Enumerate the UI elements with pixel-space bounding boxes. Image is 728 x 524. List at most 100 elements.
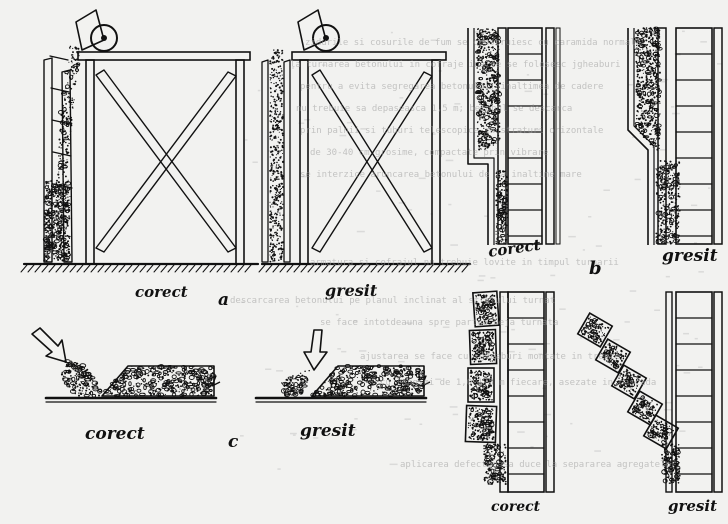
concrete-dot xyxy=(110,389,111,390)
concrete-dot xyxy=(273,61,275,63)
discharged-heap-correct xyxy=(61,360,102,397)
concrete-dot xyxy=(275,217,277,219)
concrete-dot xyxy=(66,250,67,251)
concrete-dot xyxy=(678,181,680,183)
concrete-dot xyxy=(282,85,283,86)
concrete-dot xyxy=(282,248,284,250)
concrete-dot xyxy=(653,146,654,147)
concrete-dot xyxy=(667,242,668,243)
concrete-dot xyxy=(482,51,484,53)
concrete-dot xyxy=(78,55,79,56)
concrete-dot xyxy=(61,242,63,244)
concrete-dot xyxy=(602,326,604,328)
concrete-dot xyxy=(73,58,75,60)
concrete-dot xyxy=(377,389,378,390)
concrete-dot xyxy=(48,250,49,251)
concrete-dot xyxy=(493,145,494,146)
concrete-dot xyxy=(660,202,662,204)
falling-concrete-wrong xyxy=(269,49,284,262)
concrete-dot xyxy=(63,181,64,182)
concrete-dot xyxy=(70,125,71,126)
concrete-dot xyxy=(275,112,276,113)
concrete-dot xyxy=(277,93,279,95)
concrete-dot xyxy=(272,227,273,228)
concrete-dot xyxy=(379,375,380,376)
concrete-dot xyxy=(654,92,656,94)
concrete-dot xyxy=(57,195,59,197)
concrete-dot xyxy=(274,220,276,222)
concrete-dot xyxy=(678,193,680,195)
concrete-dot xyxy=(58,177,60,179)
concrete-dot xyxy=(278,141,279,142)
concrete-dot xyxy=(62,174,63,175)
aggregate-pebble xyxy=(483,374,488,377)
concrete-dot xyxy=(604,333,605,334)
aggregate-pebble xyxy=(361,390,365,394)
concrete-dot xyxy=(270,179,272,181)
concrete-dot xyxy=(56,180,58,182)
concrete-dot xyxy=(479,399,481,401)
concrete-dot xyxy=(269,202,270,203)
concrete-dot xyxy=(281,194,283,196)
bleed-speck xyxy=(245,139,248,141)
concrete-dot xyxy=(72,106,74,108)
concrete-dot xyxy=(660,233,661,234)
concrete-dot xyxy=(278,249,280,251)
concrete-dot xyxy=(275,213,276,214)
bleed-speck xyxy=(475,31,483,33)
concrete-dot xyxy=(64,376,65,377)
ground-hatch-tick xyxy=(56,265,62,272)
concrete-dot xyxy=(342,390,344,392)
concrete-dot xyxy=(279,129,280,130)
concrete-dot xyxy=(362,395,363,396)
concrete-dot xyxy=(647,89,648,90)
concrete-dot xyxy=(179,391,180,392)
concrete-dot xyxy=(60,250,61,251)
concrete-dot xyxy=(71,102,72,103)
aggregate-pebble xyxy=(198,388,201,390)
concrete-dot xyxy=(475,371,476,372)
form-wall xyxy=(284,60,290,262)
concrete-dot xyxy=(276,162,278,164)
concrete-dot xyxy=(646,67,648,69)
bleed-speck xyxy=(698,367,703,369)
concrete-dot xyxy=(77,52,78,53)
concrete-dot xyxy=(141,383,143,385)
concrete-dot xyxy=(646,139,647,140)
concrete-dot xyxy=(654,122,656,124)
concrete-dot xyxy=(483,453,485,455)
concrete-dot xyxy=(86,387,88,389)
concrete-dot xyxy=(282,145,283,146)
bleed-speck xyxy=(717,63,722,65)
concrete-dot xyxy=(67,200,69,202)
concrete-dot xyxy=(48,188,50,190)
concrete-dot xyxy=(60,247,61,248)
concrete-dot xyxy=(154,390,155,391)
concrete-dot xyxy=(270,135,272,137)
concrete-dot xyxy=(67,255,68,256)
concrete-dot xyxy=(486,50,487,51)
concrete-dot xyxy=(604,327,606,329)
concrete-dot xyxy=(77,48,79,50)
concrete-dot xyxy=(656,138,658,140)
concrete-dot xyxy=(476,376,477,377)
concrete-dot xyxy=(270,186,271,187)
ground-hatch-tick xyxy=(133,265,139,272)
concrete-dot xyxy=(472,394,474,396)
concrete-dot xyxy=(273,247,274,248)
concrete-dot xyxy=(642,48,643,49)
concrete-dot xyxy=(273,256,274,257)
bleed-speck xyxy=(708,187,711,189)
concrete-dot xyxy=(624,389,626,391)
concrete-dot xyxy=(179,388,180,389)
concrete-dot xyxy=(55,255,56,256)
bleed-speck xyxy=(276,370,283,372)
concrete-dot xyxy=(276,195,278,197)
concrete-dot xyxy=(272,171,274,173)
concrete-dot xyxy=(504,190,506,192)
concrete-dot xyxy=(278,192,279,193)
concrete-dot xyxy=(324,382,326,384)
concrete-dot xyxy=(69,217,70,218)
concrete-dot xyxy=(270,156,271,157)
concrete-dot xyxy=(72,48,73,49)
